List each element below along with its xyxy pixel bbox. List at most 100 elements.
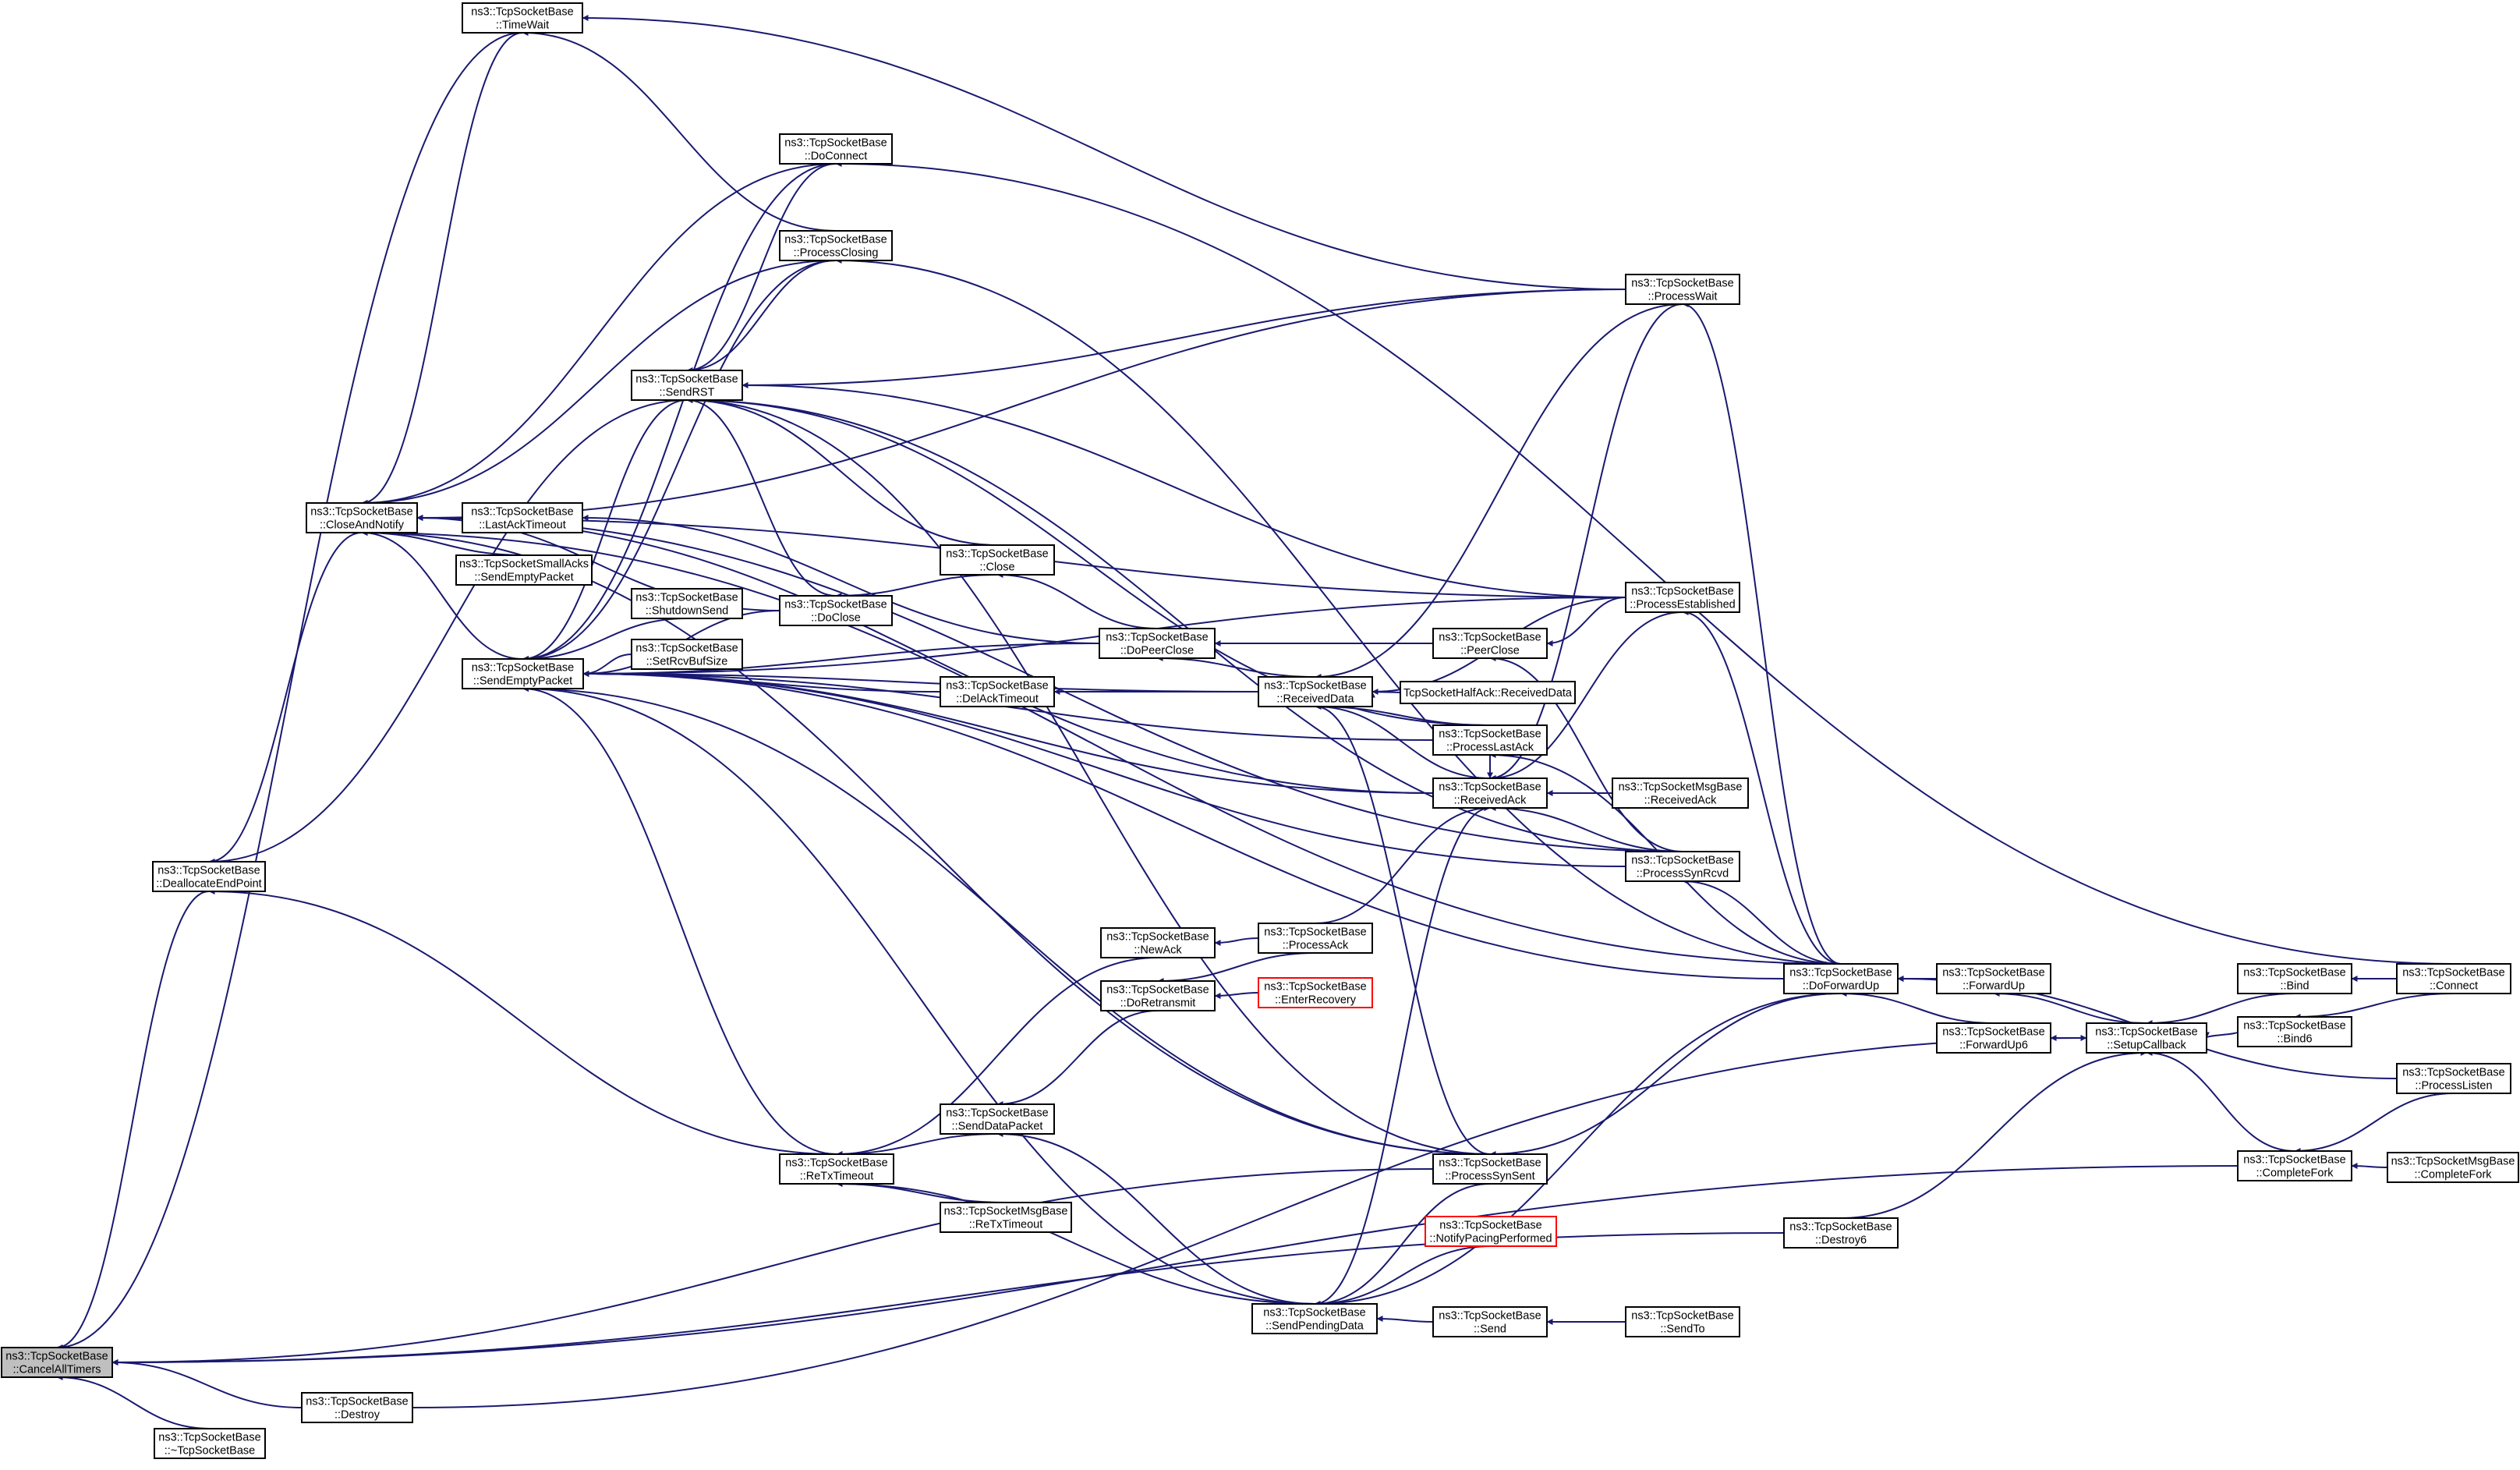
node-setup-callback[interactable]: ns3::TcpSocketBase::SetupCallback [2086, 1022, 2207, 1054]
node-class-label: ns3::TcpSocketBase [1439, 632, 1541, 644]
node-bind[interactable]: ns3::TcpSocketBase::Bind [2237, 963, 2352, 994]
edge-process_syn_sent-to-received_data [1315, 703, 1491, 1155]
node-msg-retx-timeout[interactable]: ns3::TcpSocketMsgBase::ReTxTimeout [940, 1202, 1072, 1233]
node-send-data-packet[interactable]: ns3::TcpSocketBase::SendDataPacket [940, 1103, 1055, 1135]
node-method-label: ::Send [1474, 1323, 1506, 1336]
node-class-label: TcpSocketHalfAck::ReceivedData [1403, 687, 1573, 700]
edge-new_ack-to-retx_timeout [836, 957, 1159, 1157]
node-deallocate-endpoint[interactable]: ns3::TcpSocketBase::DeallocateEndPoint [152, 861, 266, 892]
edge-set_rcv_buf_size-to-send_empty_packet [582, 654, 632, 677]
node-box [1936, 1022, 2051, 1054]
node-send-to[interactable]: ns3::TcpSocketBase::SendTo [1625, 1306, 1740, 1337]
node-notify-pacing[interactable]: ns3::TcpSocketBase::NotifyPacingPerforme… [1425, 1216, 1557, 1247]
node-process-last-ack[interactable]: ns3::TcpSocketBase::ProcessLastAck [1432, 724, 1548, 756]
node-connect[interactable]: ns3::TcpSocketBase::Connect [2396, 963, 2511, 994]
node-method-label: ::ReTxTimeout [969, 1219, 1043, 1231]
node-class-label: ns3::TcpSocketBase [1264, 926, 1366, 939]
node-do-close[interactable]: ns3::TcpSocketBase::DoClose [779, 595, 893, 626]
node-process-established[interactable]: ns3::TcpSocketBase::ProcessEstablished [1625, 582, 1740, 613]
node-send[interactable]: ns3::TcpSocketBase::Send [1432, 1306, 1548, 1337]
node-time-wait[interactable]: ns3::TcpSocketBase::TimeWait [462, 2, 583, 34]
edge-complete_fork-to-setup_callback [2146, 1050, 2295, 1152]
node-received-ack[interactable]: ns3::TcpSocketBase::ReceivedAck [1432, 778, 1548, 809]
node-cancel-all-timers[interactable]: ns3::TcpSocketBase::CancelAllTimers [1, 1347, 113, 1378]
node-do-peer-close[interactable]: ns3::TcpSocketBase::DoPeerClose [1099, 628, 1216, 659]
node-process-syn-sent[interactable]: ns3::TcpSocketBase::ProcessSynSent [1432, 1153, 1548, 1185]
edge-dtor-to-cancel_all_timers [56, 1374, 211, 1429]
node-msg-received-ack[interactable]: ns3::TcpSocketMsgBase::ReceivedAck [1612, 778, 1749, 809]
edge-process_ack-to-received_ack [1315, 805, 1491, 924]
node-shutdown-send[interactable]: ns3::TcpSocketBase::ShutdownSend [631, 588, 743, 619]
node-complete-fork[interactable]: ns3::TcpSocketBase::CompleteFork [2237, 1150, 2352, 1181]
node-destroy[interactable]: ns3::TcpSocketBase::Destroy [301, 1392, 413, 1423]
node-forward-up[interactable]: ns3::TcpSocketBase::ForwardUp [1936, 963, 2051, 994]
node-retx-timeout[interactable]: ns3::TcpSocketBase::ReTxTimeout [779, 1153, 894, 1185]
node-class-label: ns3::TcpSocketBase [784, 234, 887, 246]
node-received-data[interactable]: ns3::TcpSocketBase::ReceivedData [1258, 676, 1373, 707]
node-close[interactable]: ns3::TcpSocketBase::Close [940, 544, 1055, 576]
node-method-label: ::DoConnect [805, 151, 868, 163]
node-box [301, 1392, 413, 1423]
node-dtor[interactable]: ns3::TcpSocketBase::~TcpSocketBase [154, 1428, 266, 1459]
node-method-label: ::SendRST [660, 387, 715, 399]
node-new-ack[interactable]: ns3::TcpSocketBase::NewAck [1100, 927, 1216, 958]
node-peer-close[interactable]: ns3::TcpSocketBase::PeerClose [1432, 628, 1548, 659]
edge-send_pending_data-to-retx_timeout [836, 1181, 1315, 1305]
node-last-ack-timeout[interactable]: ns3::TcpSocketBase::LastAckTimeout [462, 502, 583, 533]
node-msg-complete-fork[interactable]: ns3::TcpSocketMsgBase::CompleteFork [2387, 1152, 2519, 1183]
node-box [1625, 1306, 1740, 1337]
node-process-ack[interactable]: ns3::TcpSocketBase::ProcessAck [1258, 923, 1373, 954]
edge-send_pending_data-to-send_empty_packet [522, 685, 1315, 1305]
node-bind6[interactable]: ns3::TcpSocketBase::Bind6 [2237, 1016, 2352, 1047]
edge-do_forward_up-to-process_syn_rcvd [1682, 878, 1842, 965]
edge-small_acks_send_empty-to-close_and_notify [361, 530, 525, 556]
edge-process_wait-to-time_wait [582, 15, 1626, 290]
node-method-label: ::ProcessListen [2415, 1080, 2492, 1093]
node-class-label: ns3::TcpSocketBase [635, 374, 738, 386]
edge-do_forward_up-to-process_wait [1682, 301, 1842, 965]
node-method-label: ::ProcessWait [1648, 291, 1718, 303]
node-process-wait[interactable]: ns3::TcpSocketBase::ProcessWait [1625, 274, 1740, 305]
node-forward-up6[interactable]: ns3::TcpSocketBase::ForwardUp6 [1936, 1022, 2051, 1054]
node-do-retransmit[interactable]: ns3::TcpSocketBase::DoRetransmit [1100, 980, 1216, 1011]
node-class-label: ns3::TcpSocketBase [784, 137, 887, 150]
node-set-rcv-buf-size[interactable]: ns3::TcpSocketBase::SetRcvBufSize [631, 639, 743, 670]
node-class-label: ns3::TcpSocketBase [946, 548, 1048, 561]
node-send-rst[interactable]: ns3::TcpSocketBase::SendRST [631, 370, 743, 401]
node-class-label: ns3::TcpSocketBase [1106, 632, 1208, 644]
node-del-ack-timeout[interactable]: ns3::TcpSocketBase::DelAckTimeout [940, 676, 1055, 707]
node-half-ack-received-data[interactable]: TcpSocketHalfAck::ReceivedData [1400, 681, 1576, 704]
node-do-connect[interactable]: ns3::TcpSocketBase::DoConnect [779, 133, 893, 165]
edge-received_data-to-do_peer_close [1156, 655, 1316, 678]
node-class-label: ns3::TcpSocketBase [2243, 1154, 2345, 1167]
node-close-and-notify[interactable]: ns3::TcpSocketBase::CloseAndNotify [306, 502, 418, 533]
node-method-label: ::CompleteFork [2256, 1167, 2334, 1180]
node-class-label: ns3::TcpSocketBase [946, 680, 1048, 692]
node-box [631, 588, 743, 619]
edge-received_ack-to-close_and_notify [416, 515, 1434, 794]
node-method-label: ::SendDataPacket [952, 1121, 1043, 1133]
edge-time_wait-to-cancel_all_timers [56, 32, 523, 1351]
edge-do_forward_up-to-send_pending_data [1314, 993, 1842, 1307]
edge-do_peer_close-to-close [996, 572, 1158, 629]
node-box [1432, 724, 1548, 756]
node-process-closing[interactable]: ns3::TcpSocketBase::ProcessClosing [779, 230, 893, 261]
node-box [306, 502, 418, 533]
node-box [2086, 1022, 2207, 1054]
node-process-listen[interactable]: ns3::TcpSocketBase::ProcessListen [2396, 1063, 2511, 1094]
node-send-pending-data[interactable]: ns3::TcpSocketBase::SendPendingData [1251, 1303, 1378, 1334]
edge-process_closing-to-close_and_notify [361, 260, 837, 506]
node-box [779, 133, 893, 165]
node-enter-recovery[interactable]: ns3::TcpSocketBase::EnterRecovery [1258, 977, 1373, 1008]
node-process-syn-rcvd[interactable]: ns3::TcpSocketBase::ProcessSynRcvd [1625, 851, 1740, 882]
node-class-label: ns3::TcpSocketBase [471, 6, 573, 19]
node-do-forward-up[interactable]: ns3::TcpSocketBase::DoForwardUp [1783, 963, 1899, 994]
node-method-label: ::DeallocateEndPoint [156, 878, 261, 891]
edge-received_data-to-send_empty_packet [582, 671, 1259, 692]
node-box [154, 1428, 266, 1459]
node-send-empty-packet[interactable]: ns3::TcpSocketBase::SendEmptyPacket [462, 658, 584, 689]
node-destroy6[interactable]: ns3::TcpSocketBase::Destroy6 [1783, 1217, 1899, 1249]
node-class-label: ns3::TcpSocketBase [1631, 278, 1733, 290]
node-class-label: ns3::TcpSocketBase [784, 599, 887, 611]
node-small-acks-send-empty[interactable]: ns3::TcpSocketSmallAcks::SendEmptyPacket [455, 554, 593, 586]
